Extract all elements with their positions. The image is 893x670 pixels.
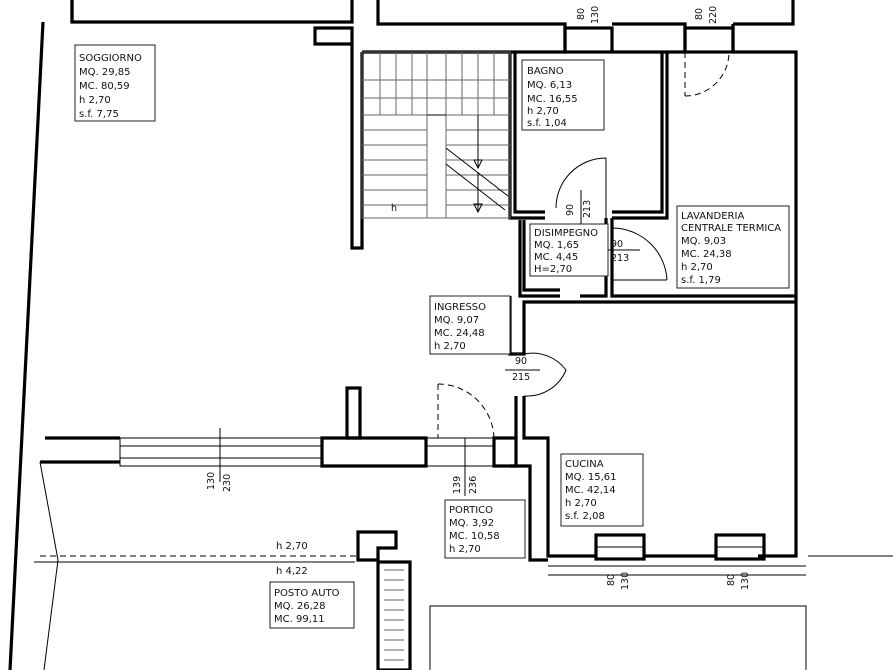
bagno-mc: MC. 16,55	[527, 94, 578, 105]
win-lavanderia-w: 80	[694, 8, 705, 20]
room-ingresso: INGRESSO MQ. 9,07 MC. 24,48 h 2,70	[429, 295, 511, 355]
room-disimpegno: DISIMPEGNO MQ. 1,65 MC. 4,45 H=2,70	[529, 223, 609, 277]
room-lavanderia: LAVANDERIA CENTRALE TERMICA MQ. 9,03 MC.…	[676, 205, 790, 289]
lavanderia-subname: CENTRALE TERMICA	[681, 223, 781, 234]
lavanderia-h: h 2,70	[681, 262, 713, 273]
door-cucina-h: 215	[512, 372, 530, 383]
height-upper-label: h 2,70	[276, 541, 308, 552]
height-lower-label: h 4,22	[276, 566, 308, 577]
outdoor-area	[34, 461, 893, 670]
ingresso-mq: MQ. 9,07	[434, 315, 479, 326]
door-lavanderia-h: 213	[611, 253, 629, 264]
portico-mq: MQ. 3,92	[449, 518, 494, 529]
disimpegno-name: DISIMPEGNO	[534, 228, 598, 239]
portico-name: PORTICO	[449, 505, 493, 516]
ingresso-mc: MC. 24,48	[434, 328, 485, 339]
win-lavanderia-h: 220	[708, 6, 719, 24]
win-cucina-right-h: 130	[740, 572, 751, 590]
lavanderia-name: LAVANDERIA	[681, 211, 744, 222]
ingresso-h: h 2,70	[434, 341, 466, 352]
portico-mc: MC. 10,58	[449, 531, 500, 542]
win-cucina-left-h: 130	[620, 572, 631, 590]
staircase: h	[361, 51, 511, 219]
window-openings	[119, 26, 766, 561]
soggiorno-mc: MC. 80,59	[79, 81, 130, 92]
posto-auto-mc: MC. 99,11	[274, 614, 325, 625]
cucina-mc: MC. 42,14	[565, 485, 616, 496]
room-cucina: CUCINA MQ. 15,61 MC. 42,14 h 2,70 s.f. 2…	[560, 453, 644, 527]
doors	[219, 51, 730, 496]
soggiorno-h: h 2,70	[79, 95, 111, 106]
bagno-h: h 2,70	[527, 106, 559, 117]
lavanderia-mc: MC. 24,38	[681, 249, 732, 260]
door-portico-h: 236	[468, 476, 479, 494]
disimpegno-h: H=2,70	[534, 264, 572, 275]
win-soggiorno-h: 230	[222, 474, 233, 492]
cucina-h: h 2,70	[565, 498, 597, 509]
stair-arrow-label: h	[391, 203, 397, 214]
cucina-mq: MQ. 15,61	[565, 472, 616, 483]
win-cucina-left-w: 80	[606, 574, 617, 586]
door-bagno-w: 90	[565, 204, 576, 216]
bagno-name: BAGNO	[527, 66, 564, 77]
bagno-sf: s.f. 1,04	[527, 118, 567, 129]
win-bagno-h: 130	[590, 6, 601, 24]
room-portico: PORTICO MQ. 3,92 MC. 10,58 h 2,70	[444, 499, 526, 559]
bagno-mq: MQ. 6,13	[527, 80, 572, 91]
room-bagno: BAGNO MQ. 6,13 MC. 16,55 h 2,70 s.f. 1,0…	[521, 59, 605, 131]
disimpegno-mq: MQ. 1,65	[534, 240, 579, 251]
posto-auto-name: POSTO AUTO	[274, 588, 340, 599]
win-bagno-w: 80	[576, 8, 587, 20]
lavanderia-sf: s.f. 1,79	[681, 275, 721, 286]
soggiorno-mq: MQ. 29,85	[79, 67, 130, 78]
portico-h: h 2,70	[449, 544, 481, 555]
disimpegno-mc: MC. 4,45	[534, 252, 578, 263]
soggiorno-name: SOGGIORNO	[79, 53, 142, 64]
lavanderia-mq: MQ. 9,03	[681, 236, 726, 247]
door-lavanderia-w: 90	[611, 239, 623, 250]
cucina-name: CUCINA	[565, 459, 604, 470]
dimension-labels: 80 130 80 220 90 213 90 213 90 215 130 2…	[206, 6, 751, 590]
room-soggiorno: SOGGIORNO MQ. 29,85 MC. 80,59 h 2,70 s.f…	[74, 44, 156, 122]
door-cucina-w: 90	[515, 356, 527, 367]
door-bagno-h: 213	[582, 200, 593, 218]
cucina-sf: s.f. 2,08	[565, 511, 605, 522]
door-portico-w: 139	[452, 476, 463, 494]
soggiorno-sf: s.f. 7,75	[79, 109, 119, 120]
ingresso-name: INGRESSO	[434, 302, 486, 313]
win-soggiorno-w: 130	[206, 472, 217, 490]
room-posto-auto: POSTO AUTO MQ. 26,28 MC. 99,11	[269, 581, 355, 629]
posto-auto-mq: MQ. 26,28	[274, 601, 325, 612]
win-cucina-right-w: 80	[726, 574, 737, 586]
